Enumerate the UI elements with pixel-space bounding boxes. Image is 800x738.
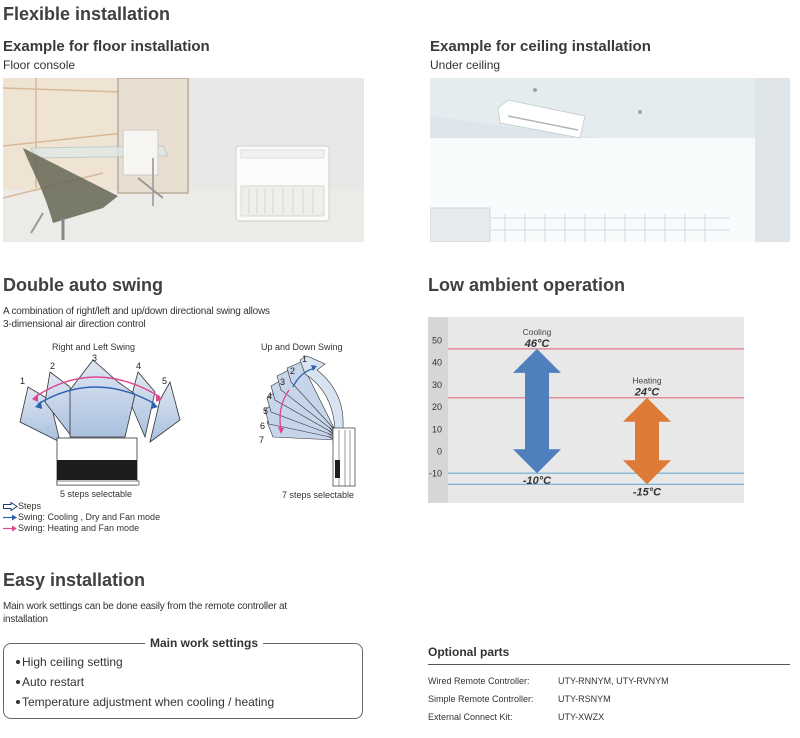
y-axis-strip [428,317,448,503]
part-label: Wired Remote Controller: [428,676,530,686]
ceiling-heading: Example for ceiling installation [430,38,651,55]
ceiling-caption: Under ceiling [430,58,501,72]
section-title-flexible: Flexible installation [3,4,171,24]
y-tick-label: 20 [432,402,442,412]
ud-step-label: 2 [290,366,295,376]
easy-description-line1: Main work settings can be done easily fr… [3,601,287,612]
min-value-label: -10°C [523,475,552,487]
rl-swing-label: Right and Left Swing [52,342,136,352]
outline-arrow-icon [3,502,18,511]
easy-description-line2: installation [3,614,48,625]
range-arrow-cooling [513,348,561,474]
rl-step-label: 3 [92,353,97,363]
rl-step-label: 1 [20,376,25,386]
y-tick-label: 10 [432,424,442,434]
settings-item: Temperature adjustment when cooling / he… [16,695,274,709]
ud-step-label: 5 [263,406,268,416]
ud-step-label: 3 [280,377,285,387]
settings-item: High ceiling setting [16,655,123,669]
max-value-label: 46°C [524,338,551,350]
blue-arrow-icon [3,514,17,521]
min-value-label: -15°C [633,486,662,498]
ud-step-label: 1 [302,354,307,364]
rl-step-label: 5 [162,376,167,386]
settings-item-label: High ceiling setting [22,655,123,669]
floor-heading: Example for floor installation [3,38,210,55]
rl-step-label: 4 [136,361,141,371]
bullet-icon [16,699,20,704]
part-label: Simple Remote Controller: [428,694,534,704]
settings-item-label: Auto restart [22,675,85,689]
legend-label: Swing: Heating and Fan mode [18,523,140,533]
y-tick-label: -10 [429,469,442,479]
part-value: UTY-RSNYM [558,694,611,704]
ud-swing-label: Up and Down Swing [261,342,343,352]
settings-item-label: Temperature adjustment when cooling / he… [22,695,275,709]
legend-label: Swing: Cooling , Dry and Fan mode [18,512,161,522]
legend-label: Steps [18,501,42,511]
optional-parts-title: Optional parts [428,645,510,659]
settings-item: Auto restart [16,675,84,689]
bullet-icon [16,679,20,684]
y-tick-label: 0 [437,447,442,457]
y-tick-label: 50 [432,336,442,346]
ud-swing-caption: 7 steps selectable [282,490,355,500]
section-title-swing: Double auto swing [3,275,163,295]
swing-description-line2: 3-dimensional air direction control [3,319,146,330]
series-name-label: Heating [632,376,662,386]
part-value: UTY-XWZX [558,712,605,722]
section-title-low-ambient: Low ambient operation [428,275,626,295]
rl-swing-caption: 5 steps selectable [60,489,133,499]
section-title-easy: Easy installation [3,570,146,590]
y-tick-label: 40 [432,358,442,368]
ceiling-installation-photo [430,78,790,242]
rl-step-label: 2 [50,361,55,371]
main-work-settings-title: Main work settings [145,636,264,650]
series-name-label: Cooling [523,327,552,337]
floor-installation-photo [3,78,364,242]
part-value: UTY-RNNYM, UTY-RVNYM [558,676,669,686]
optional-parts-divider [428,664,790,665]
y-tick-label: 30 [432,380,442,390]
max-value-label: 24°C [634,387,661,399]
pink-arrow-icon [3,525,17,532]
bullet-icon [16,659,20,664]
swing-description-line1: A combination of right/left and up/down … [3,306,270,317]
ud-step-label: 7 [259,435,264,445]
ud-swing-diagram: 1 2 3 4 5 6 7 [259,354,356,487]
part-label: External Connect Kit: [428,712,513,722]
floor-caption: Floor console [3,58,76,72]
ud-step-label: 4 [267,391,272,401]
ud-step-label: 6 [260,421,265,431]
range-arrow-heating [623,397,671,485]
rl-swing-diagram: 1 2 3 4 5 [19,353,181,486]
